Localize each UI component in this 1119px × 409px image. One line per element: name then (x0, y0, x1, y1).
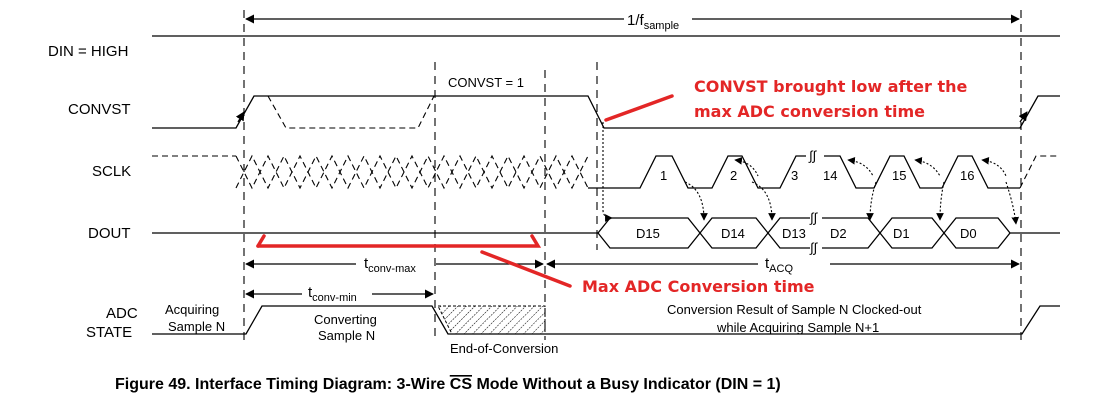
adc-eoc: End-of-Conversion (450, 341, 558, 356)
adc-acq-2: Sample N (168, 319, 225, 334)
dout-break-top: ∫∫ (809, 210, 819, 225)
dout-bit: D0 (960, 226, 977, 241)
tacq-arrow: tACQ (546, 255, 1020, 275)
convst-label: CONVST (68, 101, 131, 118)
adc-acq-1: Acquiring (165, 302, 219, 317)
tconv-min-label: tconv-min (308, 284, 357, 304)
dout-bit: D1 (893, 226, 910, 241)
sclk-waveform: ∫∫ (152, 148, 1060, 190)
annotation-convst-low-1: CONVST brought low after the (694, 77, 968, 96)
adc-result-1: Conversion Result of Sample N Clocked-ou… (667, 302, 922, 317)
din-label: DIN = HIGH (48, 43, 128, 60)
adc-state-waveform (152, 305, 1060, 335)
dout-bit: D14 (721, 226, 745, 241)
sclk-label: SCLK (92, 163, 131, 180)
tconv-max-arrow: tconv-max (245, 255, 544, 275)
adc-conv-2: Sample N (318, 328, 375, 343)
sclk-bit: 15 (892, 168, 906, 183)
period-arrow: 1/fsample (245, 12, 1020, 32)
dout-bit: D13 (782, 226, 806, 241)
adc-label-line1: ADC (106, 305, 138, 322)
adc-result-2: while Acquiring Sample N+1 (716, 320, 879, 335)
dout-waveform: ∫∫ ∫∫ (152, 210, 1060, 255)
dout-bit: D2 (830, 226, 847, 241)
annotation-max-conv: Max ADC Conversion time (582, 277, 815, 296)
dout-break-bot: ∫∫ (809, 240, 819, 255)
sclk-bit: 14 (823, 168, 837, 183)
tacq-label: tACQ (765, 255, 793, 275)
end-of-conversion-hatch (437, 305, 546, 335)
sclk-bit: 2 (730, 168, 737, 183)
sclk-bit: 3 (791, 168, 798, 183)
tconv-min-arrow: tconv-min (245, 284, 434, 304)
sclk-bit-labels: 1 2 3 14 15 16 (660, 168, 974, 183)
dout-label: DOUT (88, 225, 131, 242)
dout-bit: D15 (636, 226, 660, 241)
adc-label-line2: STATE (86, 324, 132, 341)
annotation-convst-low-2: max ADC conversion time (694, 102, 925, 121)
sclk-bit: 16 (960, 168, 974, 183)
adc-conv-1: Converting (314, 312, 377, 327)
convst-eq-label: CONVST = 1 (448, 75, 524, 90)
sclk-break: ∫∫ (808, 148, 818, 163)
red-annotations: CONVST brought low after the max ADC con… (256, 77, 968, 296)
convst-waveform: CONVST = 1 (152, 75, 1060, 129)
sclk-bit: 1 (660, 168, 667, 183)
dout-bit-labels: D15 D14 D13 D2 D1 D0 (636, 226, 977, 241)
tconv-max-label: tconv-max (364, 255, 416, 275)
period-label: 1/fsample (627, 12, 679, 32)
guide-lines (243, 10, 1022, 340)
figure-caption: Figure 49. Interface Timing Diagram: 3-W… (115, 376, 781, 393)
